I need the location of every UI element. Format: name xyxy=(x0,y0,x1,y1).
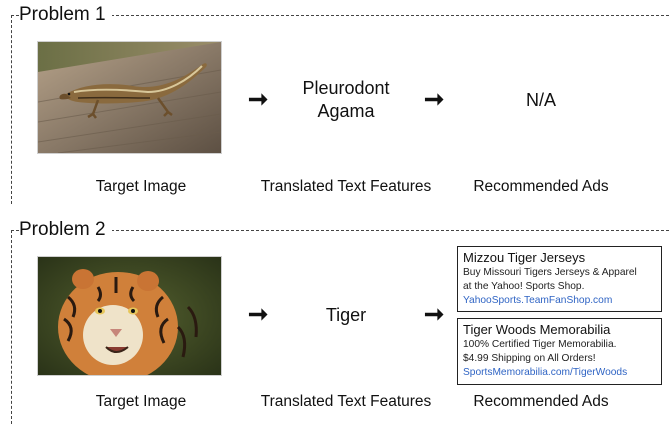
ad-title[interactable]: Mizzou Tiger Jerseys xyxy=(463,250,586,265)
ad-card[interactable]: Tiger Woods Memorabilia 100% Certified T… xyxy=(457,318,662,385)
problem-1-panel: Problem 1 xyxy=(11,0,670,204)
image-caption: Target Image xyxy=(95,178,187,195)
panel-border-top xyxy=(11,15,669,16)
arrow-icon: ➞ xyxy=(248,86,269,113)
tiger-image xyxy=(37,256,222,376)
ad-description: Buy Missouri Tigers Jerseys & Apparel xyxy=(463,267,637,278)
ads-caption: Recommended Ads xyxy=(473,393,609,410)
arrow-icon: ➞ xyxy=(424,86,445,113)
image-caption: Target Image xyxy=(95,393,187,410)
feature-word-1: Pleurodont xyxy=(302,78,390,98)
arrow-icon: ➞ xyxy=(424,301,445,328)
ad-url-link[interactable]: SportsMemorabilia.com/TigerWoods xyxy=(463,367,628,378)
lizard-image xyxy=(37,41,222,154)
ad-description: $4.99 Shipping on All Orders! xyxy=(463,353,596,364)
ads-caption: Recommended Ads xyxy=(473,178,609,195)
panel-border-top xyxy=(11,230,669,231)
features-caption: Translated Text Features xyxy=(260,178,432,195)
panel-title: Problem 2 xyxy=(19,219,112,241)
ad-card[interactable]: Mizzou Tiger Jerseys Buy Missouri Tigers… xyxy=(457,246,662,312)
arrow-icon: ➞ xyxy=(248,301,269,328)
ad-description: 100% Certified Tiger Memorabilia. xyxy=(463,339,617,350)
panel-border-left xyxy=(11,15,12,204)
features-caption: Translated Text Features xyxy=(260,393,432,410)
ad-url-link[interactable]: YahooSports.TeamFanShop.com xyxy=(463,295,613,306)
ad-title[interactable]: Tiger Woods Memorabilia xyxy=(463,322,611,337)
panel-border-left xyxy=(11,230,12,424)
ad-description: at the Yahoo! Sports Shop. xyxy=(463,281,585,292)
translated-features: Pleurodont Agama xyxy=(276,77,416,123)
feature-word-2: Agama xyxy=(317,101,375,121)
translated-features: Tiger xyxy=(325,305,367,325)
problem-2-panel: Problem 2 xyxy=(11,210,670,424)
recommended-ads-empty: N/A xyxy=(525,90,556,110)
panel-title: Problem 1 xyxy=(19,4,112,26)
